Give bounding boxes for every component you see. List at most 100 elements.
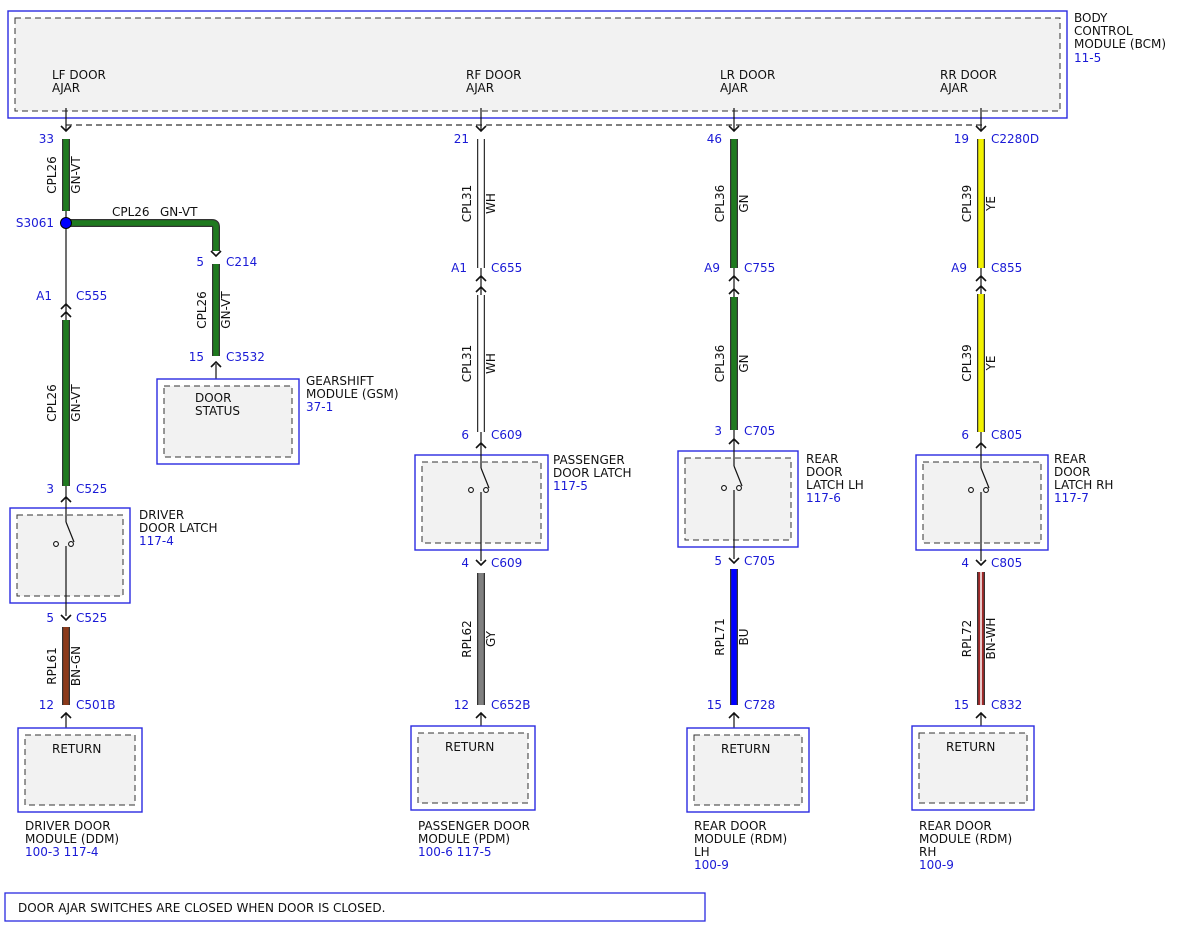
lr-latch-bottom-pin: 5 <box>714 554 722 568</box>
rr-latch-switch-contact-icon <box>968 487 974 493</box>
lr-wire-1-circuit: CPL36 <box>713 185 727 223</box>
rr-mid-arrow2-icon <box>975 284 987 292</box>
lr-latch-switch-blade <box>733 465 743 487</box>
rr-latch-ref: 117-7 <box>1054 491 1089 505</box>
lf-return-box-inner <box>24 734 136 806</box>
lf-latch-top-connector-pin: 3 <box>46 482 54 496</box>
branch-wire <box>66 220 219 251</box>
branch-wire-2-circuit: CPL26 <box>195 291 209 329</box>
gsm-ref: 37-1 <box>306 400 333 414</box>
rr-mid-connector-arrow-icon <box>975 274 987 282</box>
branch-color: GN-VT <box>160 205 198 219</box>
rf-latch-top-connector-pin: 6 <box>461 428 469 442</box>
rr-return-connector-pin: 15 <box>954 698 969 712</box>
lf-latch-top-connector-conn: C525 <box>76 482 107 496</box>
lf-latch-switch-contact-icon <box>53 541 59 547</box>
rf-wire-1-color: WH <box>484 193 498 214</box>
lr-latch-switch-contact-icon <box>721 485 727 491</box>
rr-return-label: RETURN <box>946 740 995 754</box>
branch-conn1-pin: 5 <box>196 255 204 269</box>
rf-mid-connector-pin: A1 <box>451 261 467 275</box>
lf-mid-connector-conn: C555 <box>76 289 107 303</box>
lf-latch-switch-pivot-icon <box>68 541 74 547</box>
branch-wire-2-color: GN-VT <box>219 291 233 329</box>
lr-mid-connector-conn: C755 <box>744 261 775 275</box>
rr-wire-2-circuit: CPL39 <box>960 344 974 382</box>
rf-latch-top-connector-conn: C609 <box>491 428 522 442</box>
rf-latch-bottom-pin: 4 <box>461 556 469 570</box>
branch-c214-arrow-icon <box>210 250 222 258</box>
rf-wire-1-circuit: CPL31 <box>460 185 474 223</box>
lr-wire-1-color: GN <box>737 194 751 212</box>
rr-top-conn: C2280D <box>991 132 1039 146</box>
lf-wire-2-color: GN-VT <box>69 384 83 422</box>
rr-latch-bottom-arrow-icon <box>975 559 987 567</box>
lr-latch-switch-pivot-icon <box>736 485 742 491</box>
lr-return-color: BU <box>737 628 751 645</box>
lf-mid-connector-arrow-icon <box>60 302 72 310</box>
note-text: DOOR AJAR SWITCHES ARE CLOSED WHEN DOOR … <box>18 901 385 915</box>
rr-top-pin: 19 <box>954 132 969 146</box>
lf-latch-bottom-conn: C525 <box>76 611 107 625</box>
rr-mid-connector-pin: A9 <box>951 261 967 275</box>
lf-return-connector-pin: 12 <box>39 698 54 712</box>
rf-return-box-inner <box>417 732 529 804</box>
branch-c3532-arrow-icon <box>210 360 222 368</box>
splice-dot-icon <box>60 217 72 229</box>
lf-wire-2-circuit: CPL26 <box>45 384 59 422</box>
rf-latch-switch-blade <box>480 467 490 489</box>
lf-wire-1-color: GN-VT <box>69 156 83 194</box>
branch-conn1-conn: C214 <box>226 255 257 269</box>
branch-conn2-conn: C3532 <box>226 350 265 364</box>
gsm-box-inner <box>163 385 293 458</box>
lr-mid-connector-pin: A9 <box>704 261 720 275</box>
lf-module-ref: 100-3 117-4 <box>25 845 99 859</box>
lr-return-connector-conn: C728 <box>744 698 775 712</box>
lf-top-pin: 33 <box>39 132 54 146</box>
lf-latch-bottom-pin: 5 <box>46 611 54 625</box>
rf-mid-connector-conn: C655 <box>491 261 522 275</box>
rf-return-circuit: RPL62 <box>460 620 474 658</box>
rf-mid-arrow2-icon <box>475 285 487 293</box>
rf-latch-bottom-arrow-icon <box>475 559 487 567</box>
lf-mid-arrow2-icon <box>60 310 72 318</box>
lr-latch-ref: 117-6 <box>806 491 841 505</box>
lf-latch-box-inner <box>16 514 124 597</box>
branch-wire-outline <box>66 219 220 251</box>
rf-module-ref: 100-6 117-5 <box>418 845 492 859</box>
rf-latch-switch-pivot-icon <box>483 487 489 493</box>
lr-wire-2-color: GN <box>737 354 751 372</box>
rr-return-box-inner <box>918 732 1028 804</box>
bcm-box-inner <box>14 17 1061 112</box>
rr-latch-bottom-pin: 4 <box>961 556 969 570</box>
rr-latch-top-connector-pin: 6 <box>961 428 969 442</box>
rr-latch-switch-pivot-icon <box>983 487 989 493</box>
lr-wire-2-circuit: CPL36 <box>713 345 727 383</box>
lr-latch-top-connector-pin: 3 <box>714 424 722 438</box>
rr-return-connector-conn: C832 <box>991 698 1022 712</box>
rf-return-label: RETURN <box>445 740 494 754</box>
lf-return-color: BN-GN <box>69 646 83 686</box>
rf-return-connector-pin: 12 <box>454 698 469 712</box>
branch-circuit: CPL26 <box>112 205 150 219</box>
lf-return-connector-conn: C501B <box>76 698 116 712</box>
lr-module-ref: 100-9 <box>694 858 729 872</box>
lf-latch-bottom-arrow-icon <box>60 614 72 622</box>
rf-top-pin: 21 <box>454 132 469 146</box>
note-box <box>4 892 706 922</box>
lf-mid-connector-pin: A1 <box>36 289 52 303</box>
rr-latch-bottom-conn: C805 <box>991 556 1022 570</box>
lr-return-box-inner <box>693 734 803 806</box>
rr-latch-switch-blade <box>980 467 990 489</box>
rf-return-connector-conn: C652B <box>491 698 531 712</box>
lr-mid-connector-arrow-icon <box>728 274 740 282</box>
lr-return-label: RETURN <box>721 742 770 756</box>
